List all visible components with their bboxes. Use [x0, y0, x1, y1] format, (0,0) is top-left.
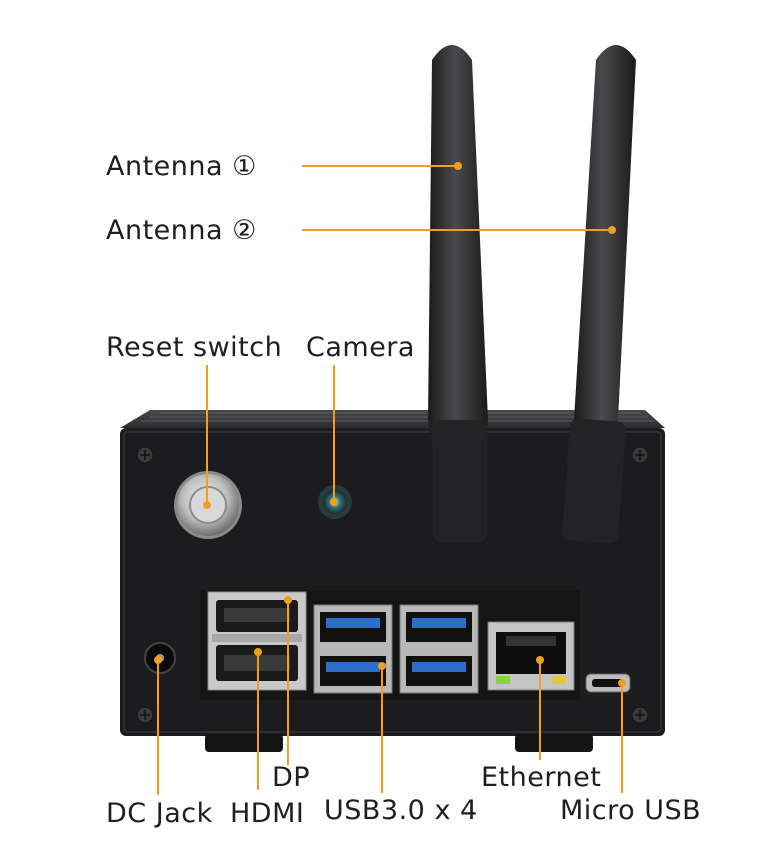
foot-left	[205, 734, 283, 752]
label-dc-jack: DC Jack	[106, 798, 213, 829]
label-dp: DP	[272, 762, 311, 793]
case-top	[120, 410, 665, 428]
label-hdmi: HDMI	[230, 798, 305, 829]
micro-usb-port	[585, 673, 631, 693]
label-usb: USB3.0 x 4	[324, 795, 478, 826]
callout-dots	[154, 162, 626, 687]
label-micro-usb: Micro USB	[560, 795, 702, 826]
case-fins	[140, 412, 655, 422]
label-reset-switch: Reset switch	[106, 332, 283, 363]
label-antenna-2: Antenna ②	[106, 215, 257, 246]
antenna-2	[562, 45, 636, 544]
label-ethernet: Ethernet	[481, 762, 602, 793]
ethernet-port	[487, 621, 575, 691]
antenna-1	[428, 45, 488, 542]
label-camera: Camera	[306, 332, 415, 363]
callout-lines	[157, 165, 623, 795]
usb-ports	[313, 604, 479, 694]
foot-right	[515, 734, 593, 752]
label-antenna-1: Antenna ①	[106, 151, 257, 182]
